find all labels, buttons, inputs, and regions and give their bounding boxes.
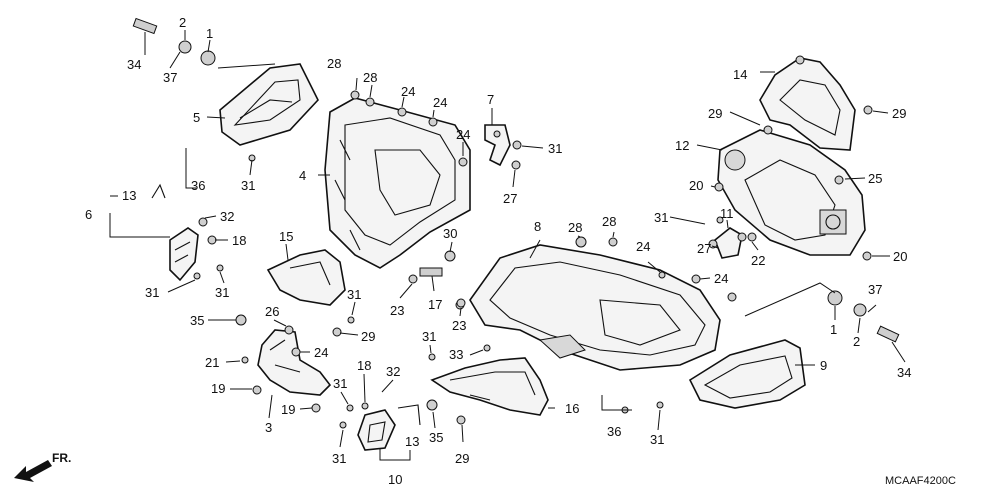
- callout-label: 31: [650, 432, 664, 447]
- part-11-clip: [714, 227, 743, 259]
- callout-label: 35: [429, 430, 443, 445]
- callout-label: 29: [708, 106, 722, 121]
- callout-label: 1: [206, 26, 213, 41]
- leader-lines: [109, 30, 906, 461]
- callout-label: 30: [443, 226, 457, 241]
- callout-label: 29: [455, 451, 469, 466]
- diagram-code: MCAAF4200C: [885, 475, 956, 487]
- callout-label: 20: [689, 178, 703, 193]
- callout-label: 17: [428, 297, 442, 312]
- callout-label: 7: [487, 92, 494, 107]
- callout-label: 34: [897, 365, 911, 380]
- callout-label: 15: [279, 229, 293, 244]
- part-10-bracket: [357, 404, 421, 451]
- callout-label: 9: [820, 358, 827, 373]
- callout-label: 31: [548, 141, 562, 156]
- callout-label: 28: [602, 214, 616, 229]
- callout-label: 24: [314, 345, 328, 360]
- callout-label: 12: [675, 138, 689, 153]
- callout-label: 27: [697, 241, 711, 256]
- part-16-lower-cover: [430, 357, 549, 416]
- callout-label: 31: [215, 285, 229, 300]
- callout-label: 32: [386, 364, 400, 379]
- callout-label: 34: [127, 57, 141, 72]
- callout-label: 36: [191, 178, 205, 193]
- callout-label: 22: [751, 253, 765, 268]
- part-5-cover: [219, 63, 319, 146]
- callout-label: 23: [452, 318, 466, 333]
- part-15-bracket: [266, 249, 346, 306]
- callout-label: 1: [830, 322, 837, 337]
- callout-label: 24: [401, 84, 415, 99]
- callout-label: 10: [388, 472, 402, 487]
- part-9-cover: [688, 339, 806, 409]
- callout-label: 24: [714, 271, 728, 286]
- callout-label: 20: [893, 249, 907, 264]
- callout-label: 24: [636, 239, 650, 254]
- callout-label: 31: [333, 376, 347, 391]
- callout-label: 33: [449, 347, 463, 362]
- callout-label: 6: [85, 207, 92, 222]
- callout-label: 31: [145, 285, 159, 300]
- callout-label: 19: [281, 402, 295, 417]
- callout-label: 11: [720, 206, 734, 221]
- callout-label: 35: [190, 313, 204, 328]
- callout-label: 28: [363, 70, 377, 85]
- callout-label: 37: [163, 70, 177, 85]
- callout-label: 32: [220, 209, 234, 224]
- callout-label: 29: [361, 329, 375, 344]
- direction-label: FR.: [52, 451, 71, 465]
- callout-label: 13: [405, 434, 419, 449]
- callout-label: 31: [422, 329, 436, 344]
- callout-label: 19: [211, 381, 225, 396]
- callout-label: 28: [327, 56, 341, 71]
- callout-label: 37: [868, 282, 882, 297]
- callout-label: 2: [853, 334, 860, 349]
- callout-label: 23: [390, 303, 404, 318]
- callout-label: 2: [179, 15, 186, 30]
- front-direction-arrow: FR.: [14, 451, 71, 482]
- part-14-bracket: [759, 55, 856, 151]
- callout-labels: 34 2 1 37 5 36 31 13 6 32 18 31 31 28 28…: [85, 15, 911, 487]
- callout-label: 28: [568, 220, 582, 235]
- callout-label: 24: [433, 95, 447, 110]
- callout-label: 25: [868, 171, 882, 186]
- callout-label: 14: [733, 67, 747, 82]
- callout-label: 18: [357, 358, 371, 373]
- part-3-panel: [257, 329, 332, 396]
- callout-label: 18: [232, 233, 246, 248]
- callout-label: 8: [534, 219, 541, 234]
- callout-label: 3: [265, 420, 272, 435]
- part-4-inner-frame: [324, 97, 471, 269]
- callout-label: 29: [892, 106, 906, 121]
- callout-label: 27: [503, 191, 517, 206]
- callout-label: 16: [565, 401, 579, 416]
- part-7-bracket: [484, 124, 511, 167]
- hardware: [132, 17, 900, 429]
- callout-label: 21: [205, 355, 219, 370]
- part-6-clip: [151, 183, 199, 282]
- callout-label: 24: [456, 127, 470, 142]
- part-8-main-body: [469, 244, 721, 371]
- callout-label: 26: [265, 304, 279, 319]
- callout-label: 5: [193, 110, 200, 125]
- callout-label: 31: [654, 210, 668, 225]
- part-12-cover: [717, 129, 866, 256]
- callout-label: 36: [607, 424, 621, 439]
- callout-label: 13: [122, 188, 136, 203]
- callout-label: 31: [347, 287, 361, 302]
- callout-label: 4: [299, 168, 306, 183]
- callout-label: 31: [332, 451, 346, 466]
- arrow-icon: [14, 460, 52, 482]
- callout-label: 31: [241, 178, 255, 193]
